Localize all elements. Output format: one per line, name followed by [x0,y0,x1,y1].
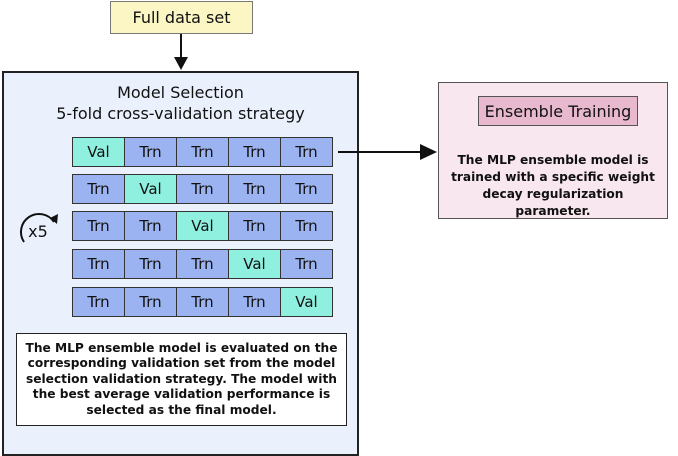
arrow-head-down [174,57,188,70]
training-cell: Trn [72,211,125,241]
training-cell: Trn [124,249,177,279]
training-cell: Trn [124,211,177,241]
training-cell: Trn [228,211,281,241]
full-data-set-box: Full data set [110,1,253,34]
ensemble-training-description: The MLP ensemble model is trained with a… [451,153,655,218]
training-cell: Trn [280,249,333,279]
training-cell: Trn [176,137,229,167]
training-cell: Trn [72,174,125,204]
training-cell: Trn [228,287,281,317]
training-cell: Trn [124,137,177,167]
training-cell: Trn [72,249,125,279]
training-cell: Trn [228,137,281,167]
ensemble-training-title: Ensemble Training [478,96,638,126]
validation-cell: Val [176,211,229,241]
validation-cell: Val [280,287,333,317]
validation-cell: Val [124,174,177,204]
training-cell: Trn [280,137,333,167]
validation-cell: Val [228,249,281,279]
training-cell: Trn [72,287,125,317]
model-selection-subtitle: 5-fold cross-validation strategy [56,104,305,123]
model-selection-title: Model Selection [117,83,244,102]
training-cell: Trn [280,174,333,204]
validation-cell: Val [72,137,125,167]
training-cell: Trn [176,174,229,204]
training-cell: Trn [124,287,177,317]
model-selection-description: The MLP ensemble model is evaluated on t… [16,333,347,426]
full-data-set-label: Full data set [132,8,231,27]
repeat-cycle-icon: x5 [19,213,58,243]
training-cell: Trn [176,287,229,317]
training-cell: Trn [228,174,281,204]
arrow-head-right [420,144,437,160]
repeat-x5: x5 [14,206,62,254]
training-cell: Trn [280,211,333,241]
repeat-label: x5 [28,222,48,241]
